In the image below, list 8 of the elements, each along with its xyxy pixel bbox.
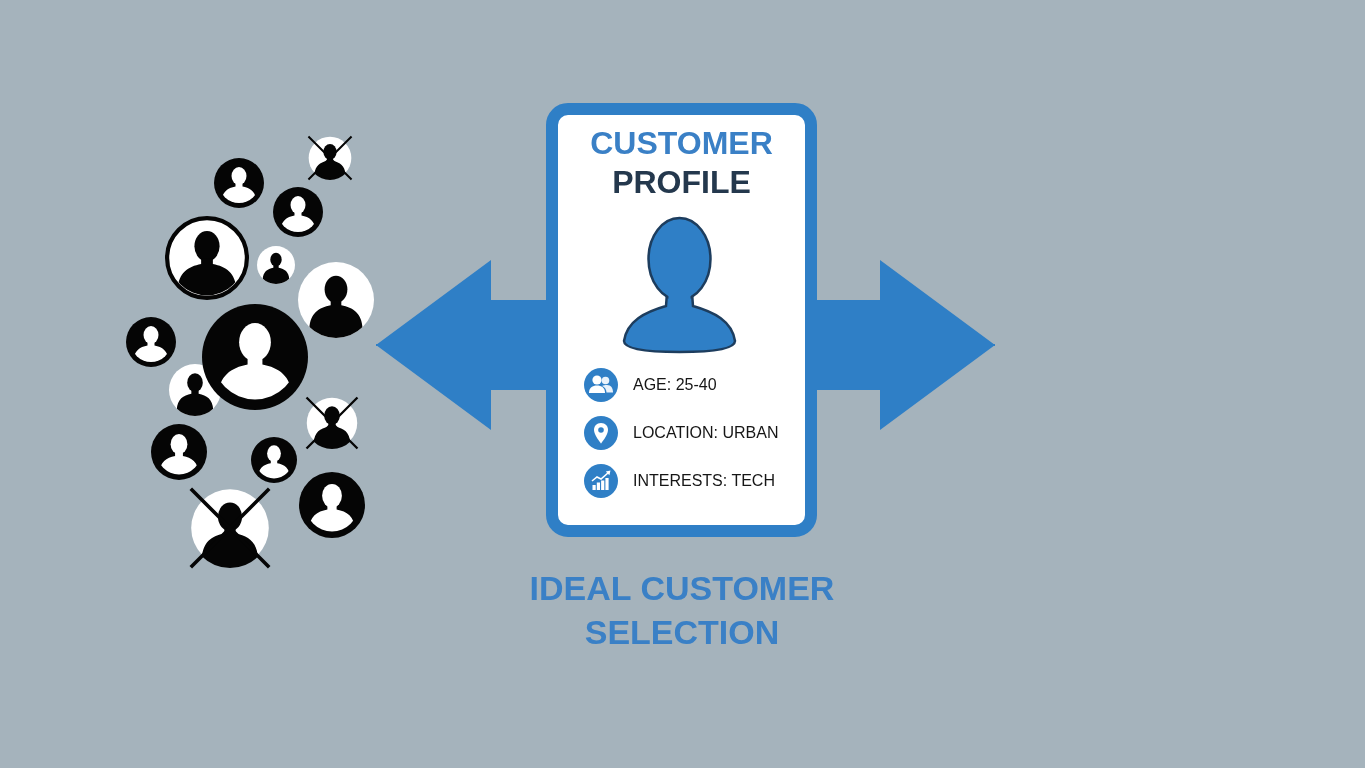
profile-attribute: LOCATION: URBAN: [633, 424, 779, 442]
profile-attribute: INTERESTS: TECH: [633, 472, 775, 490]
profile-card: [546, 103, 817, 537]
card-heading: CUSTOMER PROFILE: [589, 124, 774, 202]
profile-attribute: AGE: 25-40: [633, 376, 717, 394]
caption: IDEAL CUSTOMER SELECTION: [528, 568, 836, 653]
arrow: [816, 260, 996, 430]
arrow: [375, 260, 547, 430]
